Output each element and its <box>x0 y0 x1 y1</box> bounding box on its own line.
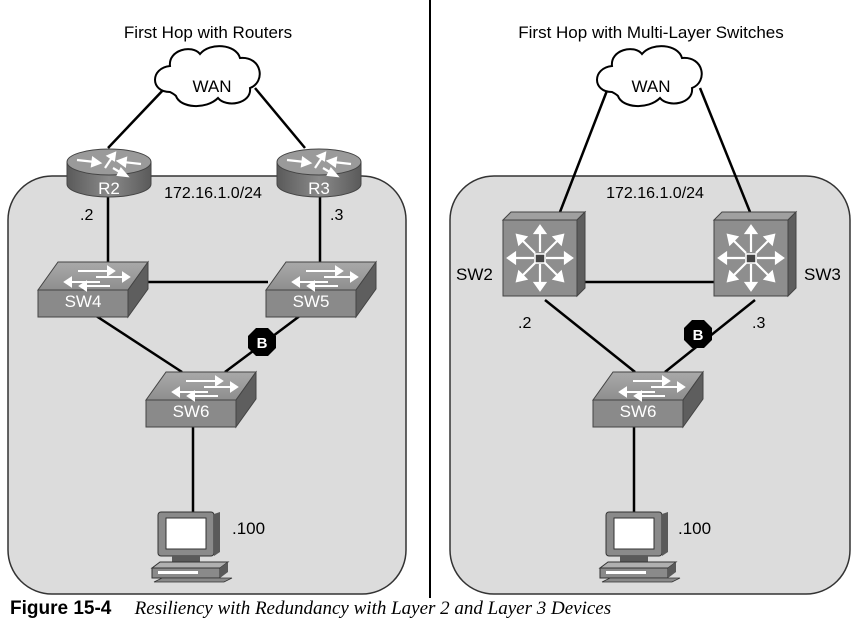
figure-caption: Figure 15-4 Resiliency with Redundancy w… <box>10 598 860 620</box>
router-r3-label: R3 <box>308 179 330 198</box>
left-panel: First Hop with Routers WAN R2 R3 172.16.… <box>7 23 407 595</box>
right-blocked-label: B <box>693 327 704 344</box>
right-host-ip-label: .100 <box>678 519 711 538</box>
right-wan-label: WAN <box>631 77 670 96</box>
right-subnet-label: 172.16.1.0/24 <box>606 185 704 202</box>
switch-sw6-right-label: SW6 <box>620 402 657 421</box>
right-wan-cloud-icon <box>596 45 703 107</box>
network-diagram: First Hop with Routers WAN R2 R3 172.16.… <box>7 0 851 598</box>
figure-label: Figure 15-4 <box>10 598 112 619</box>
left-subnet-label: 172.16.1.0/24 <box>164 185 262 202</box>
pc-icon <box>151 511 233 583</box>
r3-ip-label: .3 <box>330 207 343 224</box>
switch-sw2-label: SW2 <box>456 265 493 284</box>
switch-sw5-label: SW5 <box>293 292 330 311</box>
multilayer-switch-icon <box>501 210 587 298</box>
switch-sw4-label: SW4 <box>65 292 102 311</box>
pc-icon <box>599 511 681 583</box>
switch-sw3-label: SW3 <box>804 265 841 284</box>
figure-caption-text: Resiliency with Redundancy with Layer 2 … <box>134 598 612 619</box>
left-wan-label: WAN <box>192 77 231 96</box>
multilayer-switch-icon <box>712 210 798 298</box>
right-panel-title: First Hop with Multi-Layer Switches <box>518 23 783 42</box>
left-panel-title: First Hop with Routers <box>124 23 292 42</box>
blocked-port-octagon-icon <box>248 328 276 356</box>
sw2-ip-label: .2 <box>518 315 531 332</box>
router-r2-label: R2 <box>98 179 120 198</box>
sw3-ip-label: .3 <box>752 315 765 332</box>
right-links <box>544 87 756 515</box>
r2-ip-label: .2 <box>80 207 93 224</box>
switch-sw6-label: SW6 <box>173 402 210 421</box>
blocked-port-octagon-icon <box>684 320 712 348</box>
right-panel: First Hop with Multi-Layer Switches WAN … <box>449 23 851 595</box>
left-host-ip-label: .100 <box>232 519 265 538</box>
left-blocked-label: B <box>257 335 268 352</box>
left-wan-cloud-icon <box>154 45 261 107</box>
left-links <box>89 87 322 515</box>
